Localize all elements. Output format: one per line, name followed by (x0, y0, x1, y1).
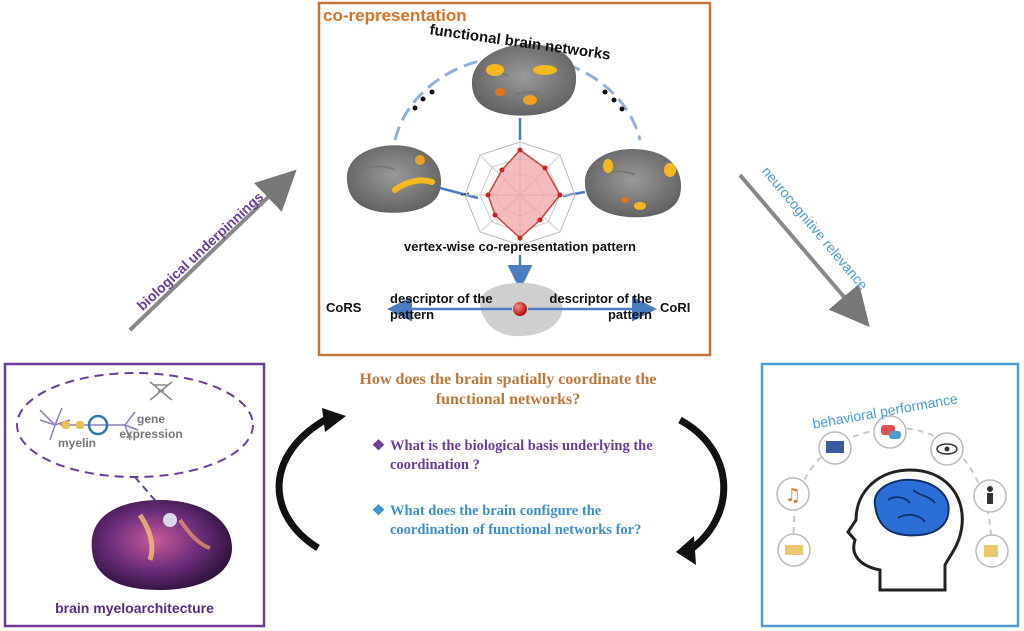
right-descriptor: descriptor of the pattern (549, 291, 652, 322)
left-cycle-arrow (275, 416, 327, 551)
myelo-label: brain myeloarchitecture (55, 600, 214, 616)
svg-text:♫: ♫ (785, 485, 801, 506)
left-brain-image (346, 145, 442, 213)
radar-chart (464, 141, 576, 246)
dna-icon (149, 381, 173, 401)
myelo-brain-image (91, 500, 232, 590)
neuron-icon (39, 407, 139, 441)
brain-icon (873, 478, 950, 537)
center-question: How does the brain spatially coordinate … (359, 371, 657, 408)
head-icon (846, 468, 964, 592)
left-descriptor: descriptor of the pattern (390, 291, 493, 322)
left-connector (439, 186, 479, 200)
music-icon (776, 477, 810, 511)
diamond-bullet-icon: ❖ (372, 438, 385, 454)
sub-question-1: ❖ What is the biological basis underlyin… (372, 437, 657, 475)
right-brain-image (584, 148, 682, 218)
cori-label: CoRI (660, 300, 691, 315)
sub-question-2: ❖ What does the brain configure the coor… (372, 502, 672, 540)
behavior-icons: ♫ (776, 415, 1009, 568)
cors-label: CoRS (326, 300, 362, 315)
biological-arrow (128, 169, 297, 332)
myelin-label: myelin (58, 436, 97, 450)
gene-label: gene expression (119, 412, 183, 441)
right-cycle-arrow (678, 416, 728, 553)
sub-question-2-text: What does the brain configure the coordi… (390, 503, 642, 538)
top-brain-image (471, 44, 577, 116)
red-node (513, 302, 527, 316)
pattern-label: vertex-wise co-representation pattern (404, 239, 636, 254)
diamond-bullet-icon: ❖ (372, 503, 385, 519)
arc-dots (412, 89, 625, 112)
myelin-circle (87, 414, 109, 436)
neurocognitive-arrow (738, 173, 870, 328)
co-representation-title: co-representation (323, 6, 467, 25)
sub-question-1-text: What is the biological basis underlying … (390, 438, 653, 473)
